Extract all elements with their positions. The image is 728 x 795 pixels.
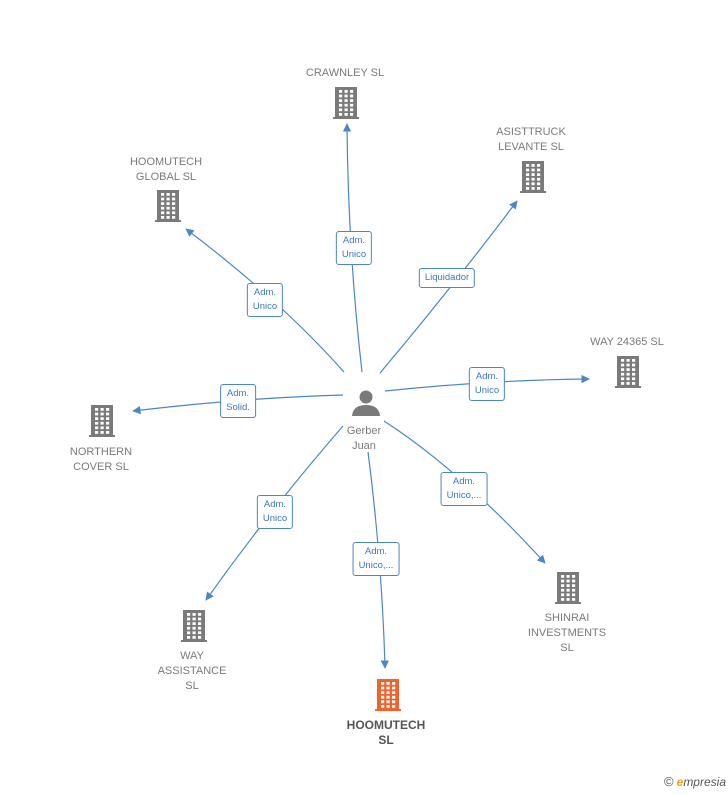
company-name-asisttruck[interactable]: ASISTTRUCK LEVANTE SL bbox=[496, 126, 566, 153]
building-icon-hoomutech[interactable] bbox=[375, 679, 401, 711]
relation-label-way-assistance[interactable]: Adm. Unico bbox=[256, 495, 294, 529]
building-icon-northern[interactable] bbox=[89, 405, 115, 437]
company-name-crawnley[interactable]: CRAWNLEY SL bbox=[305, 67, 385, 79]
edge-asisttruck bbox=[379, 200, 518, 374]
empresia-watermark[interactable]: ©empresia bbox=[664, 774, 726, 789]
relation-label-way24365[interactable]: Adm. Unico bbox=[468, 367, 506, 401]
brand-name: mpresia bbox=[683, 775, 726, 789]
relation-label-hoomutech[interactable]: Adm. Unico,... bbox=[352, 542, 400, 576]
center-person-name[interactable]: Gerber Juan bbox=[346, 425, 382, 452]
relation-label-shinrai[interactable]: Adm. Unico,... bbox=[440, 472, 488, 506]
person-icon[interactable] bbox=[352, 390, 380, 417]
building-icon-hoomutech-global[interactable] bbox=[155, 190, 181, 222]
company-name-way-assistance[interactable]: WAY ASSISTANCE SL bbox=[157, 650, 227, 692]
company-name-hoomutech-global[interactable]: HOOMUTECH GLOBAL SL bbox=[129, 156, 203, 183]
building-icon-crawnley[interactable] bbox=[333, 87, 359, 119]
company-name-shinrai[interactable]: SHINRAI INVESTMENTS SL bbox=[527, 612, 607, 654]
building-icon-asisttruck[interactable] bbox=[520, 161, 546, 193]
company-name-way24365[interactable]: WAY 24365 SL bbox=[590, 336, 664, 348]
brand-initial: e bbox=[676, 775, 684, 789]
building-icon-shinrai[interactable] bbox=[555, 572, 581, 604]
relation-label-hoomutech-global[interactable]: Adm. Unico bbox=[246, 283, 284, 317]
relation-label-crawnley[interactable]: Adm. Unico bbox=[335, 231, 373, 265]
relation-label-northern[interactable]: Adm. Solid. bbox=[220, 384, 256, 418]
relation-label-asisttruck[interactable]: Liquidador bbox=[418, 268, 476, 288]
company-name-hoomutech[interactable]: HOOMUTECH SL bbox=[346, 718, 426, 747]
company-name-northern[interactable]: NORTHERN COVER SL bbox=[69, 446, 133, 473]
copyright-icon: © bbox=[664, 774, 674, 789]
building-icon-way24365[interactable] bbox=[615, 356, 641, 388]
building-icon-way-assistance[interactable] bbox=[181, 610, 207, 642]
